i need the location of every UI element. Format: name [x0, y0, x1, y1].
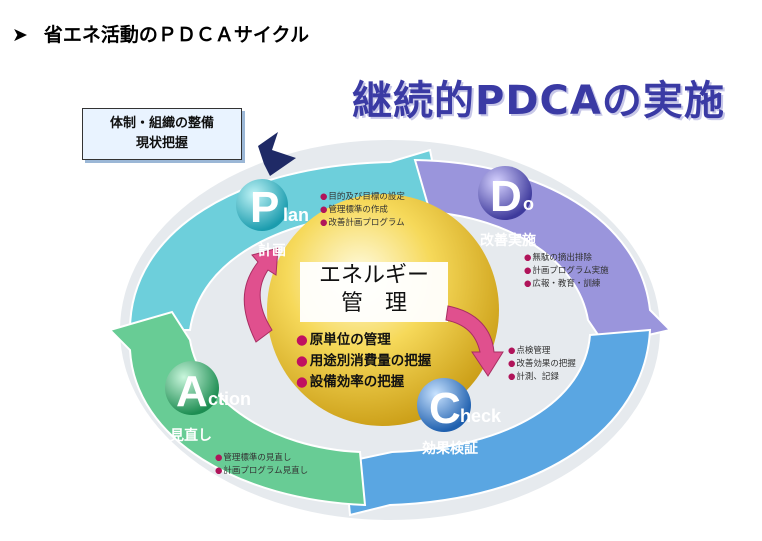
- bullet-dot-icon: ●: [296, 374, 308, 390]
- plan-label: 計画: [258, 243, 286, 259]
- center-title-line-2: 管 理: [340, 291, 407, 316]
- plan-to-action-arrow-icon: [243, 247, 279, 343]
- headline: 継続的PDCAの実施: [352, 78, 725, 124]
- slide-title: ➤ 省エネ活動のＰＤＣＡサイクル: [12, 20, 309, 47]
- action-badge: [165, 361, 219, 415]
- check-label: 効果検証: [422, 441, 478, 457]
- plan-badge: [236, 179, 288, 231]
- bullet-dot-icon: ●: [508, 372, 516, 382]
- list-item: ●計画プログラム実施: [524, 266, 609, 276]
- list-item: ●改善計画プログラム: [320, 218, 405, 228]
- bullet-dot-icon: ●: [320, 205, 328, 215]
- do-items: ●無駄の摘出排除 ●計画プログラム実施 ●広報・教育・訓練: [524, 252, 609, 291]
- list-item: ●管理標準の見直し: [215, 453, 292, 463]
- list-item: ●改善効果の把握: [508, 359, 576, 369]
- setup-box-line-1: 体制・組織の整備: [109, 116, 214, 131]
- check-items: ●点検管理 ●改善効果の把握 ●計測、記録: [508, 345, 576, 384]
- setup-box: 体制・組織の整備 現状把握: [82, 108, 242, 160]
- bullet-dot-icon: ●: [296, 353, 308, 369]
- bullet-dot-icon: ●: [320, 192, 328, 202]
- do-badge: [478, 166, 532, 220]
- center-title: エネルギー 管 理: [300, 262, 448, 318]
- bullet-dot-icon: ●: [524, 279, 532, 289]
- bullet-dot-icon: ●: [215, 466, 223, 476]
- bullet-dot-icon: ●: [215, 453, 223, 463]
- bullet-arrow-icon: ➤: [12, 24, 28, 46]
- bullet-dot-icon: ●: [524, 266, 532, 276]
- do-letter: D: [490, 172, 522, 221]
- action-letter: A: [176, 367, 208, 416]
- plan-segment: [128, 148, 442, 331]
- plan-letter: P: [250, 183, 279, 232]
- check-segment: [343, 328, 652, 517]
- list-item: ●用途別消費量の把握: [296, 353, 432, 369]
- action-letter-rest: ction: [208, 389, 251, 409]
- list-item: ●計画プログラム見直し: [215, 466, 309, 476]
- action-label: 見直し: [170, 428, 212, 444]
- check-badge: [417, 378, 471, 432]
- list-item: ●原単位の管理: [296, 332, 391, 348]
- center-title-line-1: エネルギー: [318, 263, 429, 288]
- bullet-dot-icon: ●: [296, 332, 308, 348]
- slide-title-text: 省エネ活動のＰＤＣＡサイクル: [43, 24, 309, 46]
- action-segment: [108, 310, 367, 507]
- bullet-dot-icon: ●: [524, 253, 532, 263]
- center-title-box: [300, 262, 448, 322]
- bullet-dot-icon: ●: [508, 359, 516, 369]
- plan-items: ●目的及び目標の設定 ●管理標準の作成 ●改善計画プログラム: [320, 191, 405, 230]
- list-item: ●点検管理: [508, 346, 551, 356]
- check-letter: C: [429, 384, 461, 433]
- do-letter-rest: o: [523, 194, 534, 214]
- action-items: ●管理標準の見直し ●計画プログラム見直し: [215, 452, 308, 478]
- bullet-dot-icon: ●: [320, 218, 328, 228]
- bullet-dot-icon: ●: [508, 346, 516, 356]
- list-item: ●設備効率の把握: [296, 374, 405, 390]
- list-item: ●目的及び目標の設定: [320, 192, 405, 202]
- list-item: ●計測、記録: [508, 372, 559, 382]
- setup-arrow-icon: [258, 132, 296, 176]
- list-item: ●広報・教育・訓練: [524, 279, 601, 289]
- energy-to-check-arrow-icon: [445, 305, 504, 377]
- do-label: 改善実施: [480, 233, 536, 249]
- setup-box-line-2: 現状把握: [135, 136, 188, 151]
- plan-letter-rest: lan: [283, 205, 309, 225]
- list-item: ●無駄の摘出排除: [524, 253, 592, 263]
- check-letter-rest: heck: [460, 406, 502, 426]
- list-item: ●管理標準の作成: [320, 205, 388, 215]
- center-items: ●原単位の管理 ●用途別消費量の把握 ●設備効率の把握: [296, 330, 431, 393]
